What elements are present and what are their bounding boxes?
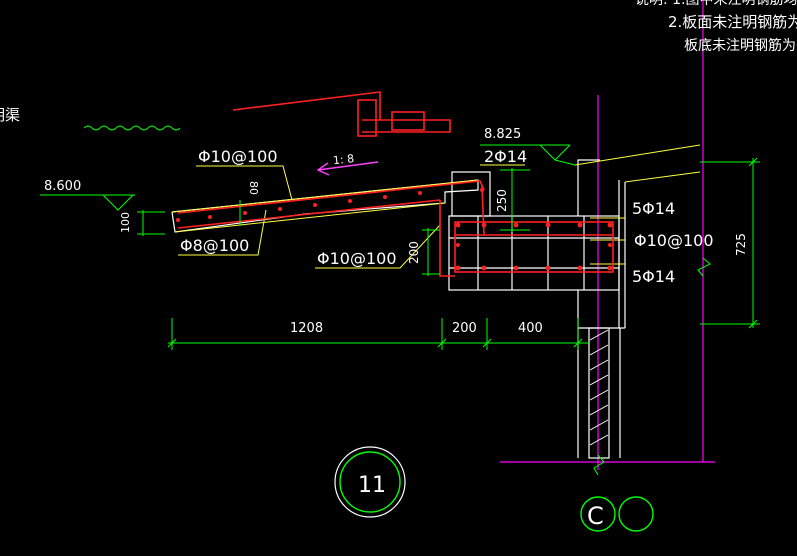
axis-label-c: C [587,502,604,530]
roof-line [574,144,701,166]
upper-wall [577,159,600,216]
label-stirrup-left: Φ10@100 [317,249,397,268]
note-line-3: 板底未注明钢筋为Φ8@ [684,37,797,54]
dim-span-mid: 200 [452,321,477,336]
left-fragment-text: 明渠 [0,106,20,124]
axis-lines [500,0,715,470]
red-box-2 [391,111,425,131]
step-rebar [481,185,485,236]
slope-arrow [316,161,379,176]
stirrup-rebar [439,200,455,277]
axis-bubble-c [580,496,616,532]
axis-bubbles [580,496,654,532]
slab-bottom-line [174,202,446,233]
dim-span-right: 400 [518,321,543,336]
notes-block: 说明: 1.图中未注明钢筋均为Φ8@ 2.板面未注明钢筋为Φ8@ 板底未注明钢筋… [635,0,797,54]
dim-slab-thickness-text: 100 [119,212,132,233]
curb-outline [451,171,491,217]
dim-total-text: 725 [734,233,748,256]
slab-top-rebar [177,180,485,214]
elevation-top: 8.825 [484,127,521,142]
red-top-line [232,91,381,120]
break-mark-2 [593,454,605,476]
column-shaft [588,327,610,459]
leader-stirrup [315,224,441,269]
column-hatch [589,329,609,446]
detail-number: 11 [358,473,386,498]
red-box-1 [357,99,377,137]
leader-lines [171,144,701,269]
dim-span-main: 1208 [290,321,323,336]
rebar-dots [176,188,613,271]
beam-outline [448,215,620,291]
elev-top-marker [539,144,571,161]
elevation-left: 8.600 [44,179,81,194]
label-top-bar: 2Φ14 [484,147,527,166]
elev-left-marker [102,194,134,211]
rebar-lines [177,91,614,277]
label-beam-top: 5Φ14 [632,199,675,218]
leader-bottom-mesh [178,209,267,256]
axis-bubble-2 [618,496,654,532]
dim-wall-text: 200 [407,241,421,264]
slab-top-line [171,179,479,213]
detail-marker: 11 [334,446,406,518]
note-line-2: 2.板面未注明钢筋为Φ8@ [668,13,797,31]
dim-small-text: 80 [247,181,260,195]
label-beam-bottom: 5Φ14 [632,267,675,286]
roof-line-2 [624,171,701,183]
water-line [83,125,181,131]
label-bottom-mesh: Φ8@100 [180,236,249,255]
note-line-1: 说明: 1.图中未注明钢筋均为Φ8@ [635,0,797,8]
label-top-mesh: Φ10@100 [198,147,278,166]
slope-label: 1: 8 [332,152,354,167]
beam-stirrup [454,221,614,273]
dim-step-text: 250 [495,189,509,212]
leader-top-mesh [196,165,293,201]
break-mark [697,257,711,277]
label-beam-stirrup: Φ10@100 [634,231,714,250]
concrete-outline [171,159,626,459]
red-box-3 [362,119,451,133]
dimension-lines [40,125,760,476]
slab-bottom-rebar [177,199,441,229]
wall-outline [577,290,625,329]
